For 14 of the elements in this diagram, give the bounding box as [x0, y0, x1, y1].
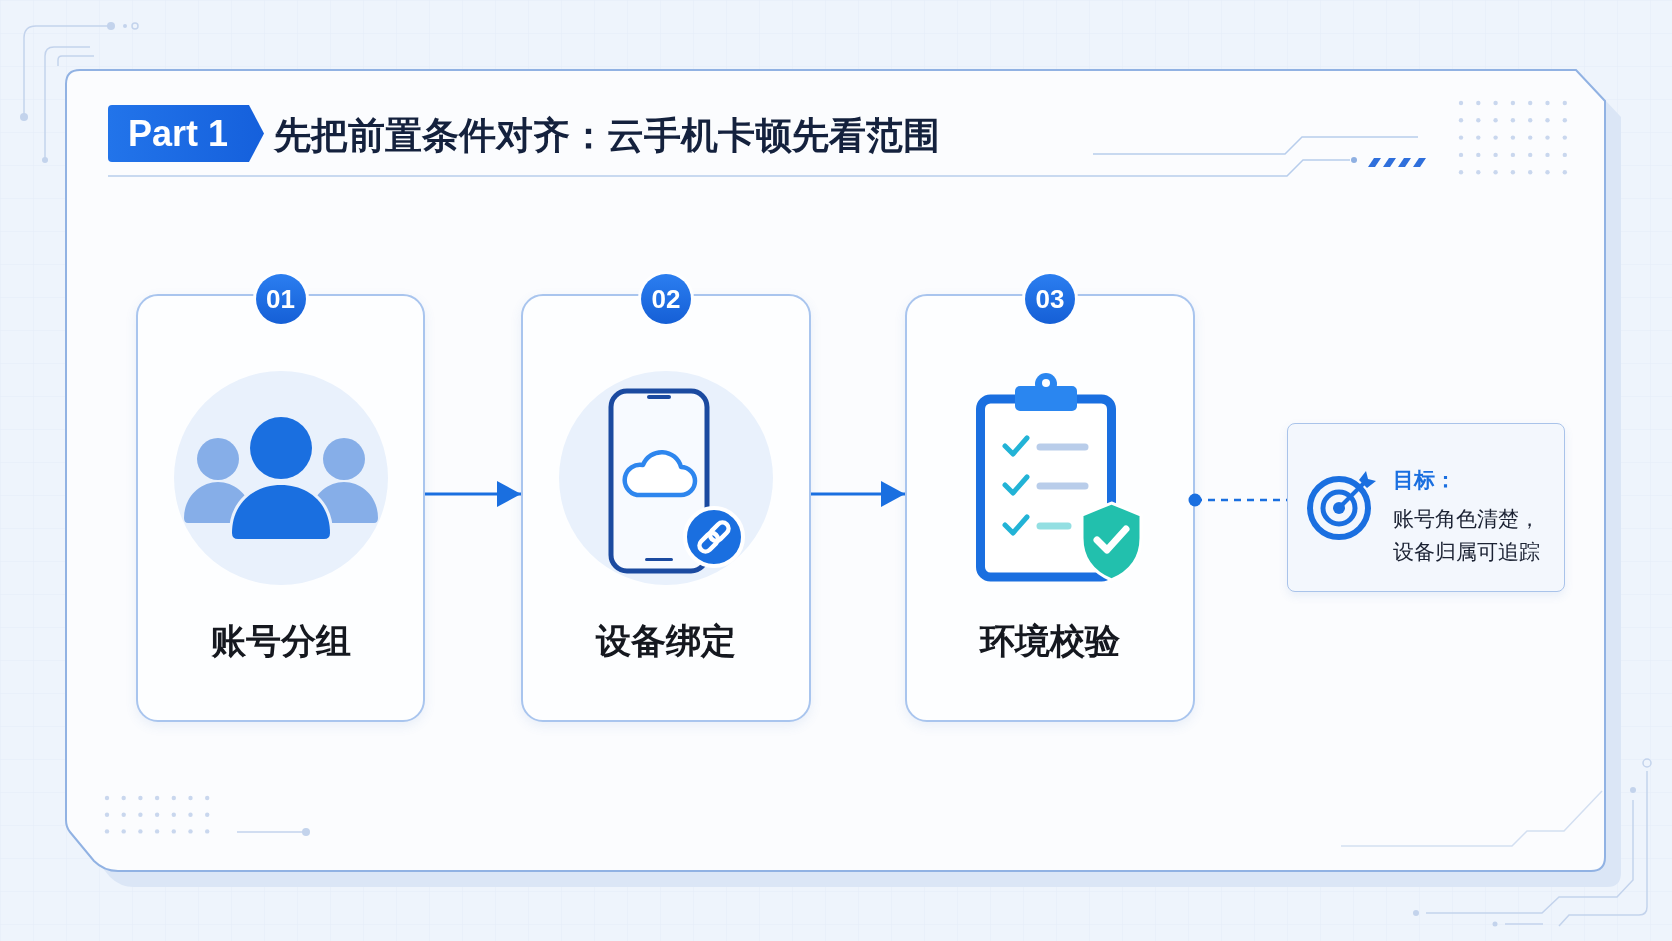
dashed-connector [1188, 493, 1287, 507]
step-label: 设备绑定 [594, 620, 737, 662]
arrow [811, 481, 905, 507]
goal-text: 账号角色清楚，设备归属可追踪 [1393, 506, 1541, 565]
goal-heading: 目标： [1393, 467, 1456, 493]
arrow [425, 481, 521, 507]
goal-box [1287, 423, 1565, 592]
step-number: 03 [1025, 274, 1075, 324]
step-label: 环境校验 [978, 620, 1121, 662]
step-number: 02 [641, 274, 691, 324]
title-text: 先把前置条件对齐：云手机卡顿先看范围 [274, 114, 940, 158]
step-number: 01 [255, 274, 306, 324]
step-label: 账号分组 [209, 620, 352, 662]
part-badge: Part 1 [108, 105, 264, 162]
